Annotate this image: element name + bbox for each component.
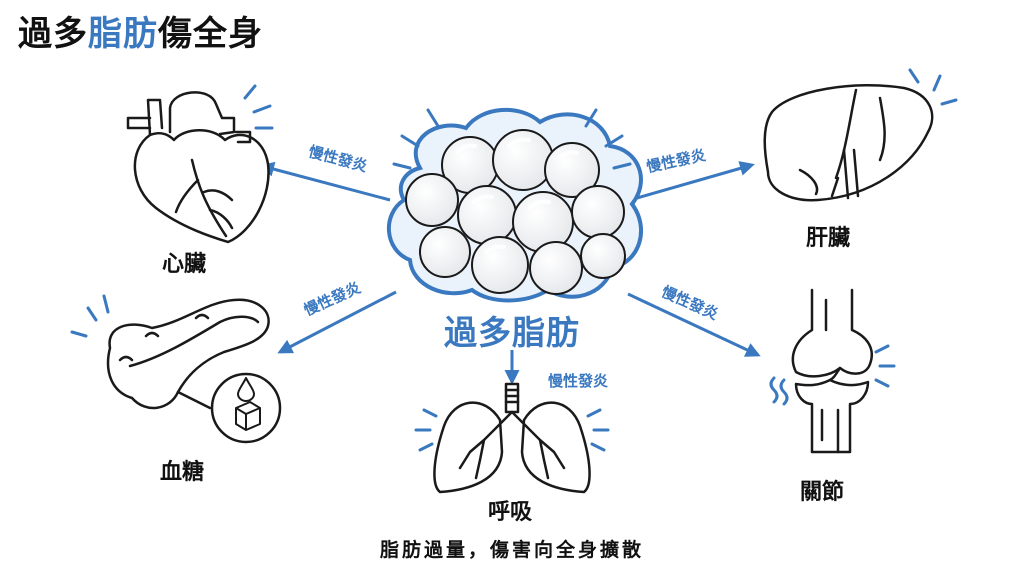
fat-cluster-icon — [389, 110, 641, 301]
liver-icon — [765, 85, 932, 200]
edge-label-lungs: 慢性發炎 — [548, 370, 608, 391]
pancreas-pulse-marks — [72, 296, 108, 336]
organ-label-blood-sugar: 血糖 — [160, 454, 204, 486]
organ-label-lungs: 呼吸 — [488, 494, 532, 526]
lungs-icon — [434, 384, 589, 492]
heart-pulse-marks — [245, 86, 272, 128]
center-label: 過多脂肪 — [420, 306, 604, 354]
organ-label-liver: 肝臟 — [806, 220, 850, 252]
pancreas-icon — [108, 300, 280, 442]
arrow-to-heart — [262, 166, 390, 200]
organ-label-heart: 心臟 — [162, 246, 206, 278]
organ-label-joints: 關節 — [800, 474, 844, 506]
heart-icon — [128, 92, 269, 242]
caption: 脂肪過量，傷害向全身擴散 — [312, 535, 712, 562]
knee-joint-icon — [793, 290, 872, 452]
